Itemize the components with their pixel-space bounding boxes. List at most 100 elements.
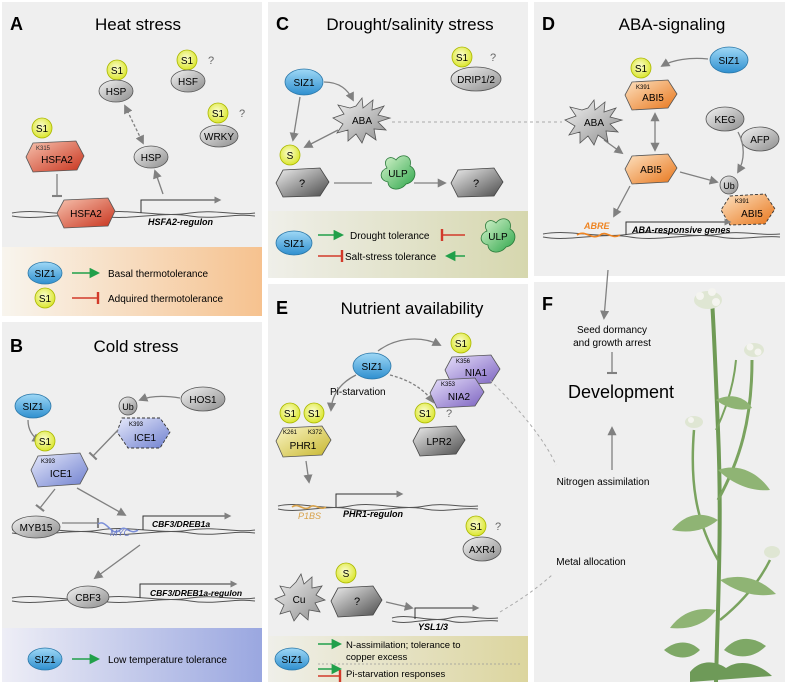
- hsp-label: HSP: [106, 87, 127, 98]
- panel-title-c: Drought/salinity stress: [326, 15, 493, 34]
- s1-label: S1: [39, 294, 52, 305]
- s1-label: S1: [308, 409, 321, 420]
- unknown-substrate-sumoylated: [275, 167, 330, 198]
- nia2-label: NIA2: [448, 392, 471, 403]
- ub-label: Ub: [122, 402, 134, 412]
- ice1-label: ICE1: [134, 433, 157, 444]
- cbf3-label: CBF3: [75, 593, 101, 604]
- s1-label: S1: [470, 522, 483, 533]
- tss-arrow: [625, 218, 732, 235]
- development-label: Development: [568, 382, 674, 402]
- siz1-icon: [274, 647, 310, 671]
- question-mark: ?: [354, 596, 360, 608]
- lysine-site-label: K391: [636, 85, 651, 91]
- phr1-regulon-arrow: [303, 460, 313, 484]
- panel-b: B Cold stress SIZ1 HOS1 Ub K393 ICE1 S1 …: [2, 336, 262, 682]
- s1-label: S1: [111, 66, 124, 77]
- metal-label: Metal allocation: [556, 557, 625, 568]
- tss-arrow: [414, 604, 480, 619]
- aba-label: ABA: [352, 116, 372, 127]
- abi5-label: ABI5: [640, 165, 662, 176]
- question-mark: ?: [495, 521, 501, 533]
- siz1-label: SIZ1: [361, 362, 383, 373]
- unknown-substrate: [330, 585, 383, 618]
- seed-dormancy-label: Seed dormancy: [577, 325, 647, 336]
- siz1-abi5-arrow: [660, 57, 709, 67]
- ice1-sumoylated-protein: [30, 452, 89, 488]
- siz1-aba-arrow: [323, 81, 354, 102]
- s1-label: S1: [39, 437, 52, 448]
- ubiquitin-badge: [719, 175, 739, 195]
- growth-arrest-label: and growth arrest: [573, 338, 651, 349]
- panel-letter-d: D: [542, 14, 555, 34]
- siz1-icon: [27, 647, 63, 671]
- panel-c: C Drought/salinity stress S1 ? DRIP1/2 S…: [268, 14, 528, 278]
- ice1-ubiquitinated-protein: [116, 417, 171, 449]
- keg-protein: [705, 106, 745, 132]
- hsf-protein: [170, 69, 206, 93]
- siz1-label: SIZ1: [283, 239, 305, 250]
- aba-label: ABA: [584, 118, 604, 129]
- tss-arrow: [140, 196, 222, 213]
- hsfa2-bound-protein: [56, 197, 116, 229]
- panel-letter-f: F: [542, 294, 553, 314]
- wrky-protein: [199, 124, 239, 148]
- panel-d: D ABA-signaling SIZ1 S1 K391 ABI5 ABA KE…: [392, 14, 781, 239]
- legend-e-pi-starvation: Pi-starvation responses: [346, 669, 446, 680]
- nia2-protein: [429, 377, 485, 409]
- lpr2-protein: [412, 425, 466, 457]
- panel-e: E Nutrient availability SIZ1 Pi-starvati…: [268, 298, 528, 682]
- lysine-site-label: K393: [41, 459, 56, 465]
- panel-a: A Heat stress S1 HSP S1 ? HSF S1 ? WRKY …: [2, 14, 262, 316]
- legend-c-salt: Salt-stress tolerance: [345, 252, 437, 263]
- siz1-icon: [709, 46, 749, 74]
- lysine-site-label: K393: [129, 422, 144, 428]
- siz1-icon: [284, 68, 324, 96]
- axr4-protein: [462, 536, 502, 562]
- ulp-label: ULP: [388, 169, 408, 180]
- abi5-protein: [624, 153, 678, 185]
- ysl-to-metal-link: [499, 574, 553, 613]
- s-badge: [279, 144, 301, 166]
- aba-abi5-arrow: [603, 139, 624, 155]
- cu-label: Cu: [293, 595, 306, 606]
- s1-label: S1: [212, 109, 225, 120]
- question-mark: ?: [299, 178, 305, 190]
- dna-strand: [391, 619, 499, 623]
- hsp-interaction-arrow: [124, 104, 144, 145]
- siz1-label: SIZ1: [718, 56, 740, 67]
- hsfa2-sumoylated-protein: [25, 140, 85, 173]
- lysine-site-label: K315: [36, 146, 51, 152]
- s1-badge: [450, 332, 472, 354]
- abre-label: ABRE: [583, 221, 610, 231]
- tss-arrow: [142, 512, 232, 530]
- siz1-icon: [352, 352, 392, 380]
- siz1-sumoylation-arrow: [289, 96, 301, 142]
- axr4-label: AXR4: [469, 545, 496, 556]
- drip12-protein: [450, 66, 502, 92]
- s1-badge: [451, 46, 473, 68]
- question-mark: ?: [208, 55, 214, 67]
- hsf-label: HSF: [178, 77, 198, 88]
- pi-starvation-label: Pi-starvation: [330, 387, 386, 398]
- abi5-label: ABI5: [741, 209, 763, 220]
- panel-title-a: Heat stress: [95, 15, 181, 34]
- dna-strand: [11, 214, 256, 218]
- legend-e: [268, 636, 528, 682]
- nia-to-nitrogen-link: [489, 379, 557, 466]
- abi5-sumoylated-protein: [624, 79, 678, 111]
- dna-strand: [542, 235, 781, 239]
- s1-badge: [630, 57, 652, 79]
- d-to-seed-arrow: [600, 269, 610, 320]
- ulp-protease: [380, 155, 416, 190]
- p1bs-label: P1BS: [298, 511, 321, 521]
- nia1-label: NIA1: [465, 368, 488, 379]
- aba-genes-label: ABA-responsive genes: [631, 225, 731, 235]
- s1-label: S1: [419, 409, 432, 420]
- s1-badge: [207, 102, 229, 124]
- ulp-protease: [480, 218, 516, 253]
- s1-badge: [414, 402, 436, 424]
- lysine-site-label: K356: [456, 359, 471, 365]
- myb15-label: MYB15: [20, 523, 53, 534]
- lysine-site-label: K353: [441, 382, 456, 388]
